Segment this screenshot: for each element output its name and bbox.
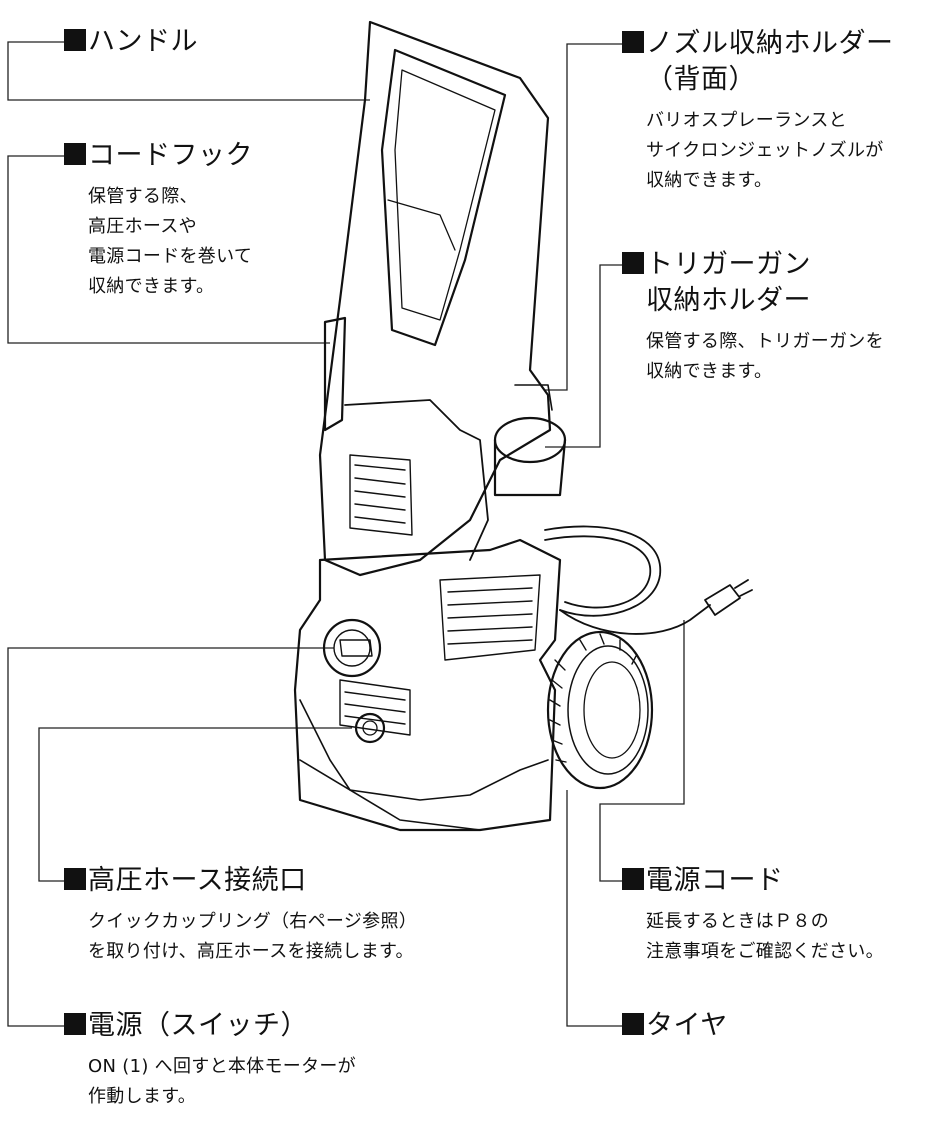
hose-port-label: 高圧ホース接続口	[88, 865, 307, 896]
callout-title: タイヤ	[622, 1008, 728, 1044]
square-bullet-icon	[622, 1013, 644, 1035]
leader-handle	[7, 41, 370, 101]
callout-title: ハンドル	[64, 24, 198, 60]
leader-nozzle-holder	[545, 43, 622, 391]
leader-trigger-holder	[545, 264, 622, 448]
callout-tire: タイヤ	[622, 1008, 728, 1044]
handle-opening	[380, 48, 507, 347]
nozzle-holder-desc: バリオスプレーランスと サイクロンジェットノズルが 収納できます。	[622, 106, 894, 196]
trigger-holder-label: トリガーガン	[646, 249, 811, 280]
trigger-holder-shape	[493, 416, 567, 464]
leader-tire	[566, 790, 622, 1027]
desc-line: 注意事項をご確認ください。	[646, 941, 884, 962]
desc-line: 収納できます。	[646, 170, 773, 191]
square-bullet-icon	[622, 252, 644, 274]
leader-power-cord	[599, 620, 685, 882]
tire-shape	[546, 630, 654, 790]
desc-line: 高圧ホースや	[88, 216, 197, 237]
desc-line: 保管する際、トリガーガンを	[646, 331, 884, 352]
square-bullet-icon	[64, 29, 86, 51]
leader-hose-port	[38, 727, 352, 882]
power-cord-label: 電源コード	[646, 865, 784, 896]
nozzle-holder-label: ノズル収納ホルダー	[646, 28, 894, 59]
desc-line: 作動します。	[88, 1086, 196, 1107]
desc-line: 収納できます。	[646, 361, 773, 382]
handle-label: ハンドル	[88, 26, 198, 57]
desc-line: 延長するときはＰ８の	[646, 911, 829, 932]
cord-hook-label: コードフック	[88, 140, 253, 171]
power-cord-desc: 延長するときはＰ８の 注意事項をご確認ください。	[622, 907, 884, 967]
callout-title: 電源コード	[622, 863, 884, 899]
handle-shape	[318, 20, 552, 577]
square-bullet-icon	[64, 143, 86, 165]
callout-nozzle-holder: ノズル収納ホルダー （背面） バリオスプレーランスと サイクロンジェットノズルが…	[622, 26, 894, 196]
square-bullet-icon	[622, 31, 644, 53]
square-bullet-icon	[64, 1013, 86, 1035]
power-switch-label: 電源（スイッチ）	[88, 1010, 308, 1041]
callout-handle: ハンドル	[64, 24, 198, 60]
trigger-holder-desc: 保管する際、トリガーガンを 収納できます。	[622, 327, 884, 387]
hose-port-desc: クイックカップリング（右ページ参照） を取り付け、高圧ホースを接続します。	[64, 907, 417, 967]
callout-title: ノズル収納ホルダー	[622, 26, 894, 62]
callout-title: 高圧ホース接続口	[64, 863, 417, 899]
callout-power-switch: 電源（スイッチ） ON (1) へ回すと本体モーターが 作動します。	[64, 1008, 356, 1112]
callout-power-cord: 電源コード 延長するときはＰ８の 注意事項をご確認ください。	[622, 863, 884, 967]
callout-title: トリガーガン	[622, 247, 884, 283]
cord-hook-shape	[323, 316, 347, 432]
desc-line: クイックカップリング（右ページ参照）	[88, 911, 418, 932]
square-bullet-icon	[64, 868, 86, 890]
leader-cord-hook	[7, 155, 330, 344]
trigger-holder-label-2: 収納ホルダー	[646, 285, 811, 316]
desc-line: ON (1) へ回すと本体モーターが	[88, 1056, 356, 1077]
desc-line: 保管する際、	[88, 186, 198, 207]
desc-line: 収納できます。	[88, 276, 215, 297]
cord-hook-desc: 保管する際、 高圧ホースや 電源コードを巻いて 収納できます。	[64, 182, 253, 302]
desc-line: 電源コードを巻いて	[88, 246, 253, 267]
callout-title: コードフック	[64, 138, 253, 174]
power-cord-shape	[544, 525, 753, 635]
callout-trigger-holder: トリガーガン 収納ホルダー 保管する際、トリガーガンを 収納できます。	[622, 247, 884, 387]
square-bullet-icon	[622, 868, 644, 890]
power-switch-shape	[322, 618, 382, 678]
desc-line: サイクロンジェットノズルが	[646, 140, 884, 161]
hose-port-shape	[354, 712, 386, 744]
nozzle-holder-label-2: （背面）	[646, 64, 756, 95]
tire-label: タイヤ	[646, 1010, 728, 1041]
power-switch-desc: ON (1) へ回すと本体モーターが 作動します。	[64, 1052, 356, 1112]
callout-cord-hook: コードフック 保管する際、 高圧ホースや 電源コードを巻いて 収納できます。	[64, 138, 253, 302]
callout-title: 電源（スイッチ）	[64, 1008, 356, 1044]
callout-hose-port: 高圧ホース接続口 クイックカップリング（右ページ参照） を取り付け、高圧ホースを…	[64, 863, 417, 967]
nozzle-holder-shape	[514, 384, 553, 411]
leader-power-switch	[7, 647, 334, 1027]
desc-line: を取り付け、高圧ホースを接続します。	[88, 941, 414, 962]
desc-line: バリオスプレーランスと	[646, 110, 847, 131]
